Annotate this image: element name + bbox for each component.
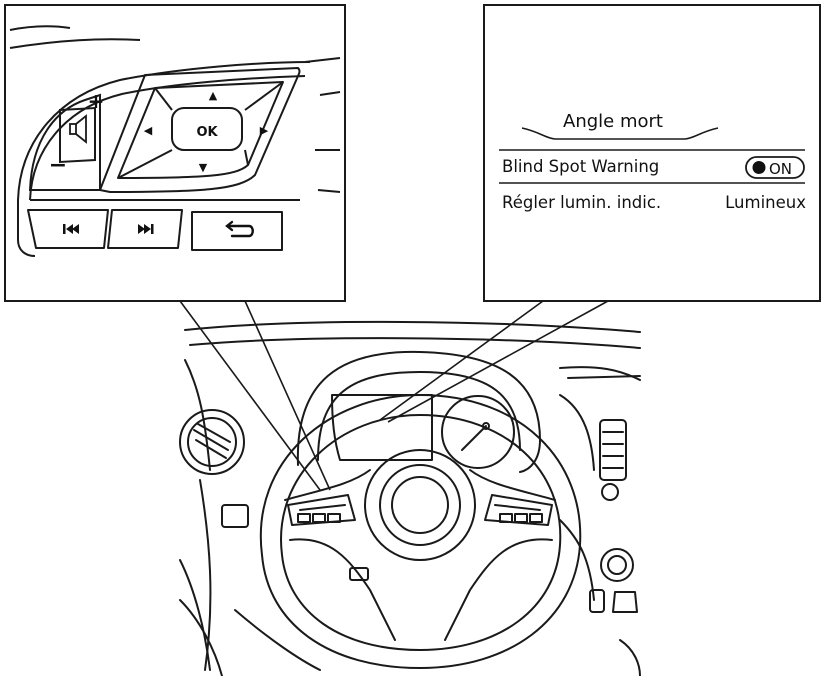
volume-down-button[interactable]: − <box>49 153 67 178</box>
previous-button[interactable] <box>27 209 109 249</box>
display-callout: Angle mort Blind Spot Warning ON Régler … <box>483 4 821 302</box>
back-button[interactable] <box>191 211 283 251</box>
toggle-dot-icon <box>752 161 766 174</box>
header-underline <box>521 127 719 140</box>
cluster-hood <box>296 350 541 473</box>
next-button[interactable] <box>107 209 183 249</box>
indicator-brightness-label: Régler lumin. indic. <box>502 193 661 212</box>
center-knob <box>601 483 619 501</box>
volume-up-button[interactable]: + <box>88 89 105 113</box>
blind-spot-toggle[interactable]: ON <box>745 156 805 179</box>
ok-button-label: OK <box>196 125 218 140</box>
speedometer-dial <box>441 395 515 469</box>
speaker-icon <box>69 114 87 144</box>
next-track-icon <box>138 224 154 234</box>
right-arrow-button[interactable]: ▶ <box>260 124 269 137</box>
up-arrow-button[interactable]: ▲ <box>209 89 218 102</box>
steering-wheel <box>259 394 582 669</box>
callout-leaders <box>179 300 609 491</box>
left-switch <box>221 504 249 528</box>
previous-track-icon <box>63 224 79 234</box>
dashboard-scene <box>179 320 641 676</box>
volume-rocker[interactable] <box>28 93 101 191</box>
left-air-vent <box>179 409 245 475</box>
ok-button[interactable] <box>171 107 243 151</box>
wheel-hub <box>364 449 476 561</box>
display-header: Angle mort <box>563 111 663 132</box>
down-arrow-button[interactable]: ▼ <box>199 161 208 174</box>
indicator-brightness-value[interactable]: Lumineux <box>725 193 806 212</box>
blind-spot-toggle-value: ON <box>769 160 792 178</box>
left-arrow-button[interactable]: ◀ <box>144 124 153 137</box>
blind-spot-warning-label: Blind Spot Warning <box>502 157 659 176</box>
climate-knob <box>600 548 634 582</box>
back-icon <box>225 220 254 238</box>
switch-callout: + − OK ▲ ▼ ◀ ▶ <box>4 4 346 302</box>
d-pad[interactable] <box>99 67 301 193</box>
center-vent <box>599 419 627 481</box>
